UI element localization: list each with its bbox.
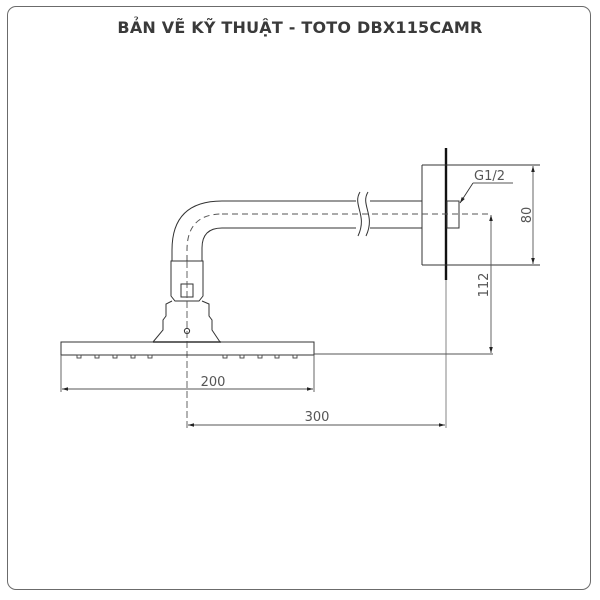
shower-head-plate: [60, 341, 315, 356]
page-title: BẢN VẼ KỸ THUẬT - TOTO DBX115CAMR: [117, 18, 483, 37]
wall-flange: [421, 164, 540, 266]
drawing-frame: [7, 6, 591, 590]
svg-text:112: 112: [477, 273, 492, 298]
nozzles: [76, 354, 298, 359]
thread-label: G1/2: [459, 169, 513, 204]
shower-arm: [171, 191, 492, 261]
svg-text:80: 80: [520, 207, 535, 224]
dimension-80: 80: [520, 166, 535, 264]
svg-text:G1/2: G1/2: [474, 169, 505, 184]
dimension-112: 112: [314, 215, 493, 355]
dimension-300: 300: [188, 410, 445, 427]
svg-text:300: 300: [305, 410, 330, 425]
svg-text:200: 200: [201, 375, 226, 390]
dimension-200: 200: [60, 355, 315, 392]
